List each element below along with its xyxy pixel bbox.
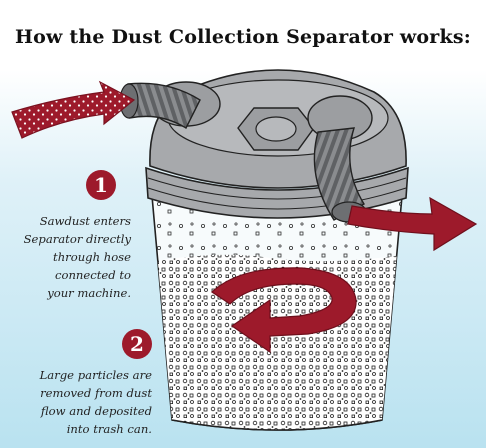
separator-lid	[149, 69, 407, 189]
step-2-badge: 2	[122, 329, 152, 359]
step-2-caption-line: Large particles are	[39, 368, 152, 382]
center-nut-icon	[237, 107, 315, 151]
cyclone-swirl-arrow-icon	[211, 267, 357, 354]
step-1-caption-line: your machine.	[47, 286, 131, 300]
page-title: How the Dust Collection Separator works:	[15, 26, 471, 48]
step-2-caption: Large particles are removed from dust fl…	[0, 366, 152, 438]
air-outlet-arrow-icon	[347, 196, 478, 252]
outlet-hose	[313, 127, 367, 223]
step-1-caption-line: through hose	[53, 250, 131, 264]
sawdust-inlet-arrow-icon	[11, 80, 136, 139]
step-2-caption-line: removed from dust	[40, 386, 152, 400]
step-2-caption-line: flow and deposited	[40, 404, 152, 418]
step-1-caption-line: connected to	[54, 268, 131, 282]
step-2-caption-line: into trash can.	[66, 422, 152, 436]
step-1-caption-line: Separator directly	[23, 232, 131, 246]
step-1-badge: 1	[86, 170, 116, 200]
step-1-caption: Sawdust enters Separator directly throug…	[0, 212, 131, 302]
step-1-caption-line: Sawdust enters	[39, 214, 131, 228]
